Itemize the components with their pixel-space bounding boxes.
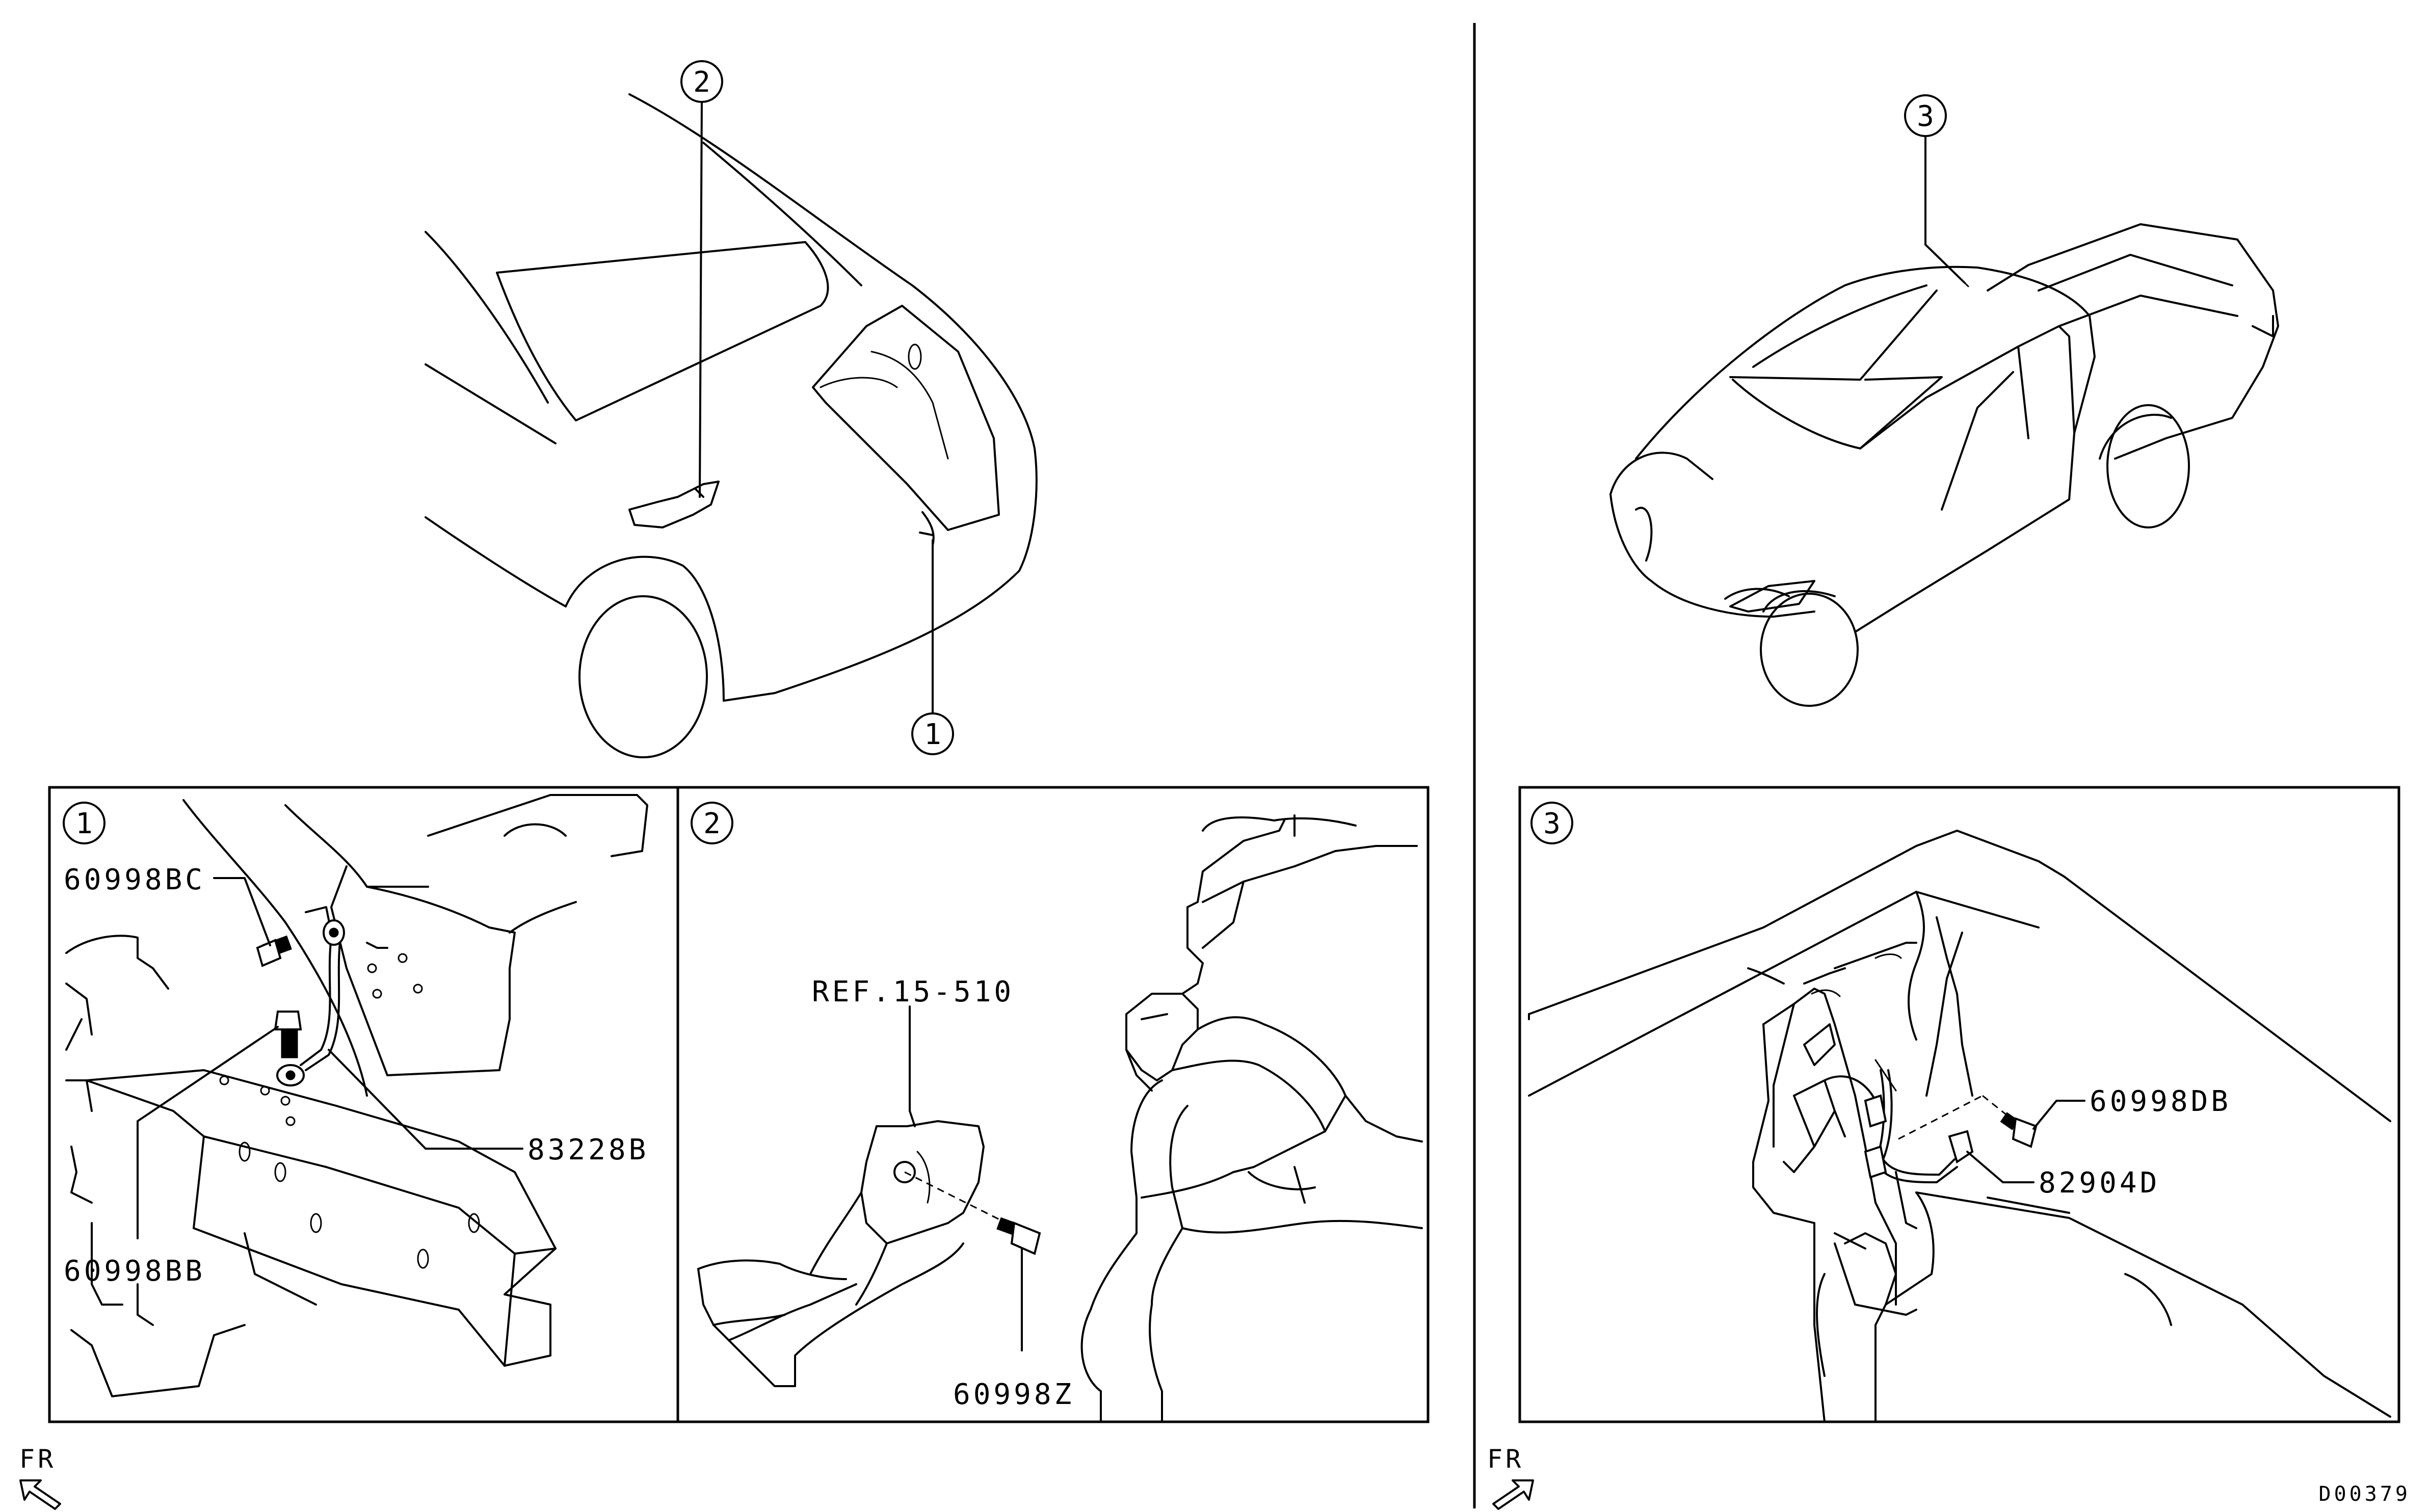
panel-2-bolt-axis <box>904 1171 1007 1224</box>
panel-3-ground-cable <box>1864 1059 1974 1183</box>
front-vehicle-overview <box>425 93 1038 758</box>
leader-ref-15-510 <box>909 1005 916 1127</box>
part-number-82904D: 82904D <box>2039 1166 2160 1200</box>
leader-60998BC <box>213 877 271 946</box>
part-number-60998BB: 60998BB <box>64 1255 205 1288</box>
callout-2-leader <box>699 99 703 498</box>
part-number-83228B: 83228B <box>527 1133 649 1166</box>
part-number-60998BC: 60998BC <box>64 863 205 896</box>
panel-3-badge: 3 <box>1530 802 1573 844</box>
front-direction-arrow-icon <box>19 1479 61 1510</box>
drawing-code: D00379 <box>2319 1482 2411 1506</box>
detail-frame-1-2 <box>48 786 1430 1423</box>
pickup-vehicle-overview <box>1609 223 2279 707</box>
panel-3-bolt-axis <box>1898 1095 1983 1140</box>
panel-1-drawing <box>65 794 648 1397</box>
front-direction-arrow-icon <box>1492 1479 1534 1510</box>
callout-2: 2 <box>680 60 723 103</box>
leader-60998DB <box>2032 1100 2085 1130</box>
panel-1-badge: 1 <box>63 802 105 844</box>
callout-1: 1 <box>911 712 954 755</box>
panel-3-badge-label: 3 <box>1543 807 1561 840</box>
panel-1-bolt-lower <box>274 1011 302 1058</box>
leader-60998BB <box>137 1026 279 1239</box>
callout-3: 3 <box>1904 94 1947 137</box>
panel-1-ground-cable <box>276 919 345 1086</box>
panel-2-badge: 2 <box>691 802 733 844</box>
callout-1-label: 1 <box>924 718 941 751</box>
callout-2-label: 2 <box>693 66 710 99</box>
front-direction-label-right: FR <box>1487 1444 1524 1474</box>
panel-1-bolt-upper <box>256 935 292 967</box>
panel-3-bolt <box>2000 1112 2038 1148</box>
callout-3-label: 3 <box>1917 100 1934 133</box>
panel-3-drawing <box>1528 830 2391 1423</box>
part-number-60998Z: 60998Z <box>953 1378 1074 1411</box>
leader-82904D <box>1966 1151 2035 1183</box>
panel-2-badge-label: 2 <box>703 807 721 840</box>
reference-15-510: REF.15-510 <box>812 975 1014 1009</box>
panel-2-bolt <box>996 1217 1041 1255</box>
front-direction-label-left: FR <box>19 1444 56 1474</box>
leader-83228B <box>328 1049 523 1150</box>
part-number-60998DB: 60998DB <box>2090 1085 2231 1118</box>
panel-2-drawing <box>697 814 1423 1423</box>
panel-1-badge-label: 1 <box>75 807 93 840</box>
detail-frame-3 <box>1518 786 2400 1423</box>
